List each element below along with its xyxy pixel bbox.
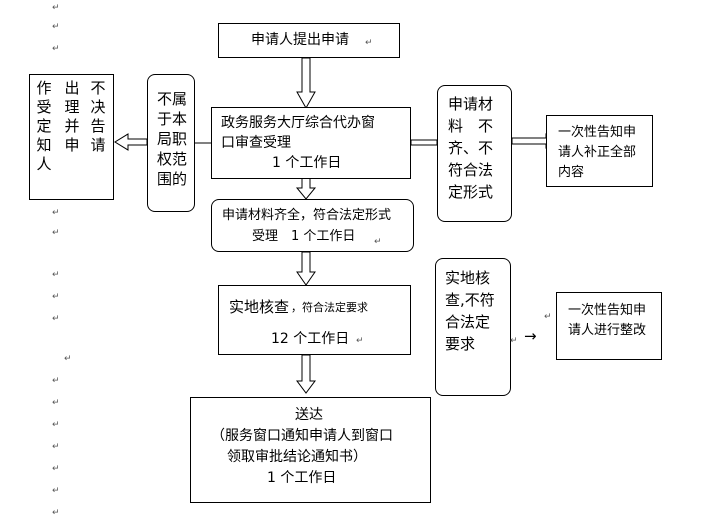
- notify-supplement-line3: 内容: [558, 165, 585, 180]
- incomplete-line2: 料 不: [448, 117, 494, 135]
- paragraph-mark: ↵: [52, 270, 60, 280]
- inspect-sub: ，符合法定要求: [291, 301, 368, 314]
- paragraph-mark: ↵: [52, 208, 60, 218]
- paragraph-mark: ↵: [544, 312, 552, 322]
- inspect-fail-line3: 合法定: [445, 313, 491, 331]
- notify-supplement-line1: 一次性告知申: [558, 125, 637, 140]
- paragraph-mark: ↵: [52, 398, 60, 408]
- arrow-accept-to-complete: [295, 177, 317, 200]
- inspect-fail-line2: 查,不符: [445, 291, 495, 309]
- paragraph-mark: ↵: [356, 336, 364, 346]
- notify-rectify-line1: 一次性告知申: [568, 303, 647, 318]
- inspect-fail-line4: 要求: [445, 335, 476, 353]
- accept-line2: 口审查受理: [221, 135, 291, 151]
- arrow-inspect-to-deliver: [296, 354, 316, 394]
- not-scope-col: 不属于本局职权范围的: [156, 90, 187, 188]
- deliver-line3: 领取审批结论通知书）: [227, 449, 367, 465]
- inspect-main: 实地核查: [229, 298, 290, 316]
- not-scope-box: 不属于本局职权范围的: [147, 74, 195, 212]
- arrow-to-incomplete: [410, 139, 438, 146]
- arrow-to-reject: [114, 133, 148, 151]
- deliver-line2: （服务窗口通知申请人到窗口: [211, 428, 393, 444]
- paragraph-mark: ↵: [365, 38, 373, 48]
- start-text: 申请人提出申请: [251, 32, 349, 48]
- paragraph-mark: ↵: [52, 314, 60, 324]
- reject-box: 作受定知人 出理并申 不决告请: [29, 74, 114, 200]
- complete-box: 申请材料齐全，符合法定形式 受理 1 个工作日: [211, 199, 414, 252]
- paragraph-mark: ↵: [52, 508, 60, 518]
- notify-supplement-box: 一次性告知申 请人补正全部 内容: [546, 115, 653, 187]
- inspect-box: 实地核查 ，符合法定要求 12 个工作日: [218, 285, 411, 355]
- arrow-start-to-accept: [296, 57, 316, 110]
- deliver-box: 送达 （服务窗口通知申请人到窗口 领取审批结论通知书） 1 个工作日: [190, 397, 431, 503]
- paragraph-mark: ↵: [510, 336, 518, 346]
- paragraph-mark: ↵: [52, 228, 60, 238]
- accept-box: 政务服务大厅综合代办窗 口审查受理 1 个工作日: [211, 107, 411, 179]
- deliver-line4: 1 个工作日: [267, 470, 337, 486]
- incomplete-line1: 申请材: [448, 95, 494, 113]
- incomplete-line5: 定形式: [448, 183, 494, 201]
- paragraph-mark: ↵: [52, 292, 60, 302]
- paragraph-mark: ↵: [52, 44, 60, 54]
- inspect-days: 12 个工作日: [271, 331, 350, 347]
- complete-line1: 申请材料齐全，符合法定形式: [222, 208, 392, 223]
- paragraph-mark: ↵: [52, 3, 60, 13]
- paragraph-mark: ↵: [64, 354, 72, 364]
- deliver-line1: 送达: [295, 407, 323, 423]
- accept-line3: 1 个工作日: [272, 155, 342, 171]
- paragraph-mark: ↵: [52, 420, 60, 430]
- inspect-fail-box: 实地核 查,不符 合法定 要求: [435, 258, 511, 396]
- reject-col4: 出理并申: [64, 79, 80, 154]
- notify-supplement-line2: 请人补正全部: [558, 145, 637, 160]
- incomplete-line4: 符合法: [448, 161, 494, 179]
- reject-col3: 作受定知人: [36, 79, 52, 173]
- complete-line2: 受理 1 个工作日: [252, 229, 356, 244]
- paragraph-mark: ↵: [52, 442, 60, 452]
- accept-line1: 政务服务大厅综合代办窗: [221, 115, 375, 131]
- paragraph-mark: ↵: [52, 22, 60, 32]
- paragraph-mark: ↵: [52, 486, 60, 496]
- paragraph-mark: ↵: [52, 464, 60, 474]
- arrow-complete-to-inspect: [296, 251, 316, 286]
- start-box: 申请人提出申请: [218, 23, 400, 58]
- notify-rectify-line2: 请人进行整改: [568, 323, 647, 338]
- notify-rectify-box: 一次性告知申 请人进行整改: [556, 292, 662, 360]
- arrow-to-rectify: →: [524, 327, 537, 345]
- paragraph-mark: ↵: [374, 237, 382, 247]
- paragraph-mark: ↵: [52, 376, 60, 386]
- incomplete-box: 申请材 料 不 齐、不 符合法 定形式: [437, 85, 512, 222]
- incomplete-line3: 齐、不: [448, 139, 494, 157]
- reject-col5: 不决告请: [90, 79, 106, 154]
- inspect-fail-line1: 实地核: [445, 269, 491, 287]
